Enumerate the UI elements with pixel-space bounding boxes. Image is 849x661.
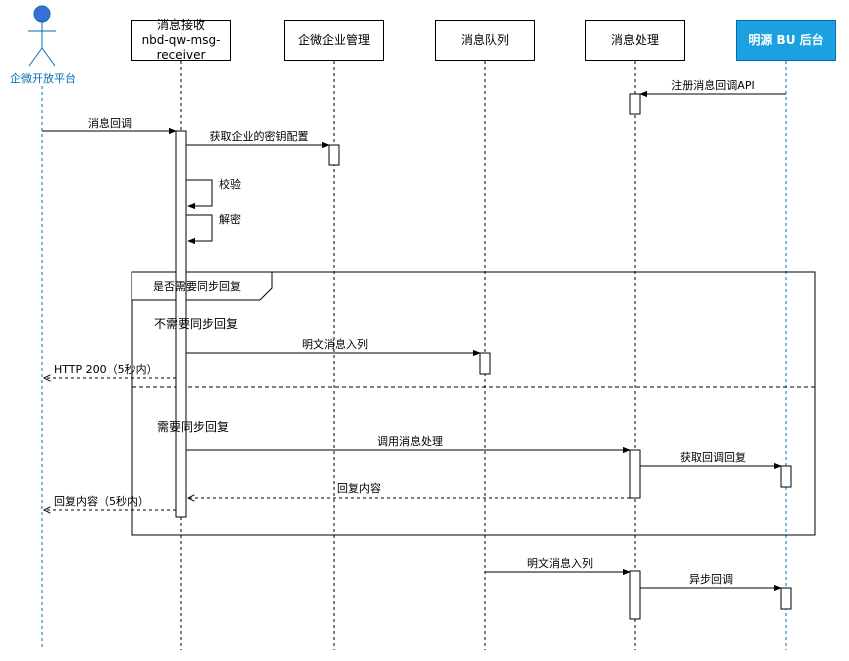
actor-label: 企微开放平台: [10, 72, 76, 85]
async-callback-label: 异步回调: [689, 573, 733, 586]
receiver-activation: [175, 130, 187, 518]
http-200-label: HTTP 200（5秒内）: [54, 363, 158, 376]
participant-enterprise: 企微企业管理: [284, 20, 384, 61]
backend-activation-1: [780, 465, 792, 488]
processor-activation-3: [629, 570, 641, 620]
participant-backend-label: 明源 BU 后台: [748, 33, 824, 47]
reply-content-5s-label: 回复内容（5秒内）: [54, 495, 149, 508]
alt-fragment-tab: [132, 271, 273, 301]
alt-fragment-title: 是否需要同步回复: [153, 280, 241, 293]
decrypt-label: 解密: [219, 213, 241, 226]
enqueue-plain-1-label: 明文消息入列: [302, 338, 368, 351]
user-actor-icon: [28, 5, 56, 67]
participant-receiver-line-1: 消息接收: [156, 18, 205, 32]
enqueue-plain-2-label: 明文消息入列: [527, 557, 593, 570]
queue-activation: [479, 352, 491, 375]
enterprise-activation: [328, 144, 340, 166]
backend-activation-2: [780, 587, 792, 610]
call-processor-label: 调用消息处理: [377, 435, 443, 448]
participant-receiver-line-2: nbd-qw-msg-: [141, 33, 221, 47]
participant-backend: 明源 BU 后台: [736, 20, 836, 61]
processor-activation-1: [629, 93, 641, 115]
participant-queue: 消息队列: [435, 20, 535, 61]
message-callback-label: 消息回调: [88, 117, 132, 130]
register-callback-label: 注册消息回调API: [671, 79, 755, 92]
participant-queue-label: 消息队列: [460, 33, 509, 47]
participant-enterprise-label: 企微企业管理: [297, 33, 370, 47]
participant-receiver: 消息接收 nbd-qw-msg- receiver: [131, 18, 231, 62]
participant-receiver-line-3: receiver: [156, 48, 206, 62]
guard-sync: 需要同步回复: [157, 420, 230, 434]
get-secret-label: 获取企业的密钥配置: [209, 130, 309, 143]
reply-content-label: 回复内容: [337, 482, 381, 495]
guard-no-sync: 不需要同步回复: [154, 317, 239, 331]
get-callback-reply-label: 获取回调回复: [680, 451, 746, 464]
participant-processor-label: 消息处理: [610, 33, 659, 47]
verify-self-arrow: [186, 179, 213, 210]
alt-fragment: [131, 271, 816, 536]
participant-processor: 消息处理: [585, 20, 685, 61]
verify-label: 校验: [219, 178, 241, 191]
decrypt-self-arrow: [186, 214, 213, 245]
processor-activation-2: [629, 449, 641, 499]
